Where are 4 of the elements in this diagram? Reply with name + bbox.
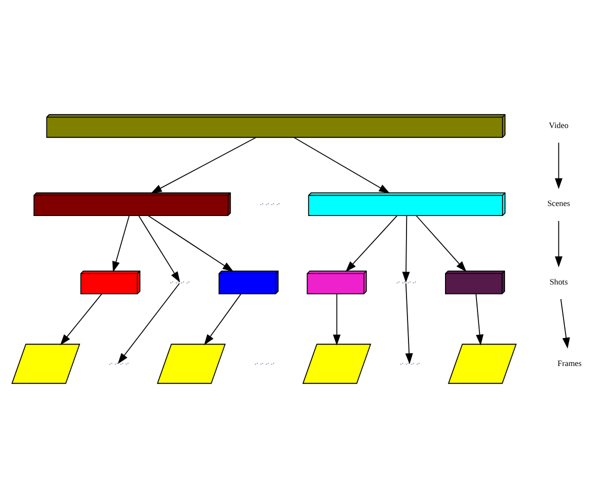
- node-text: Frames: [558, 358, 582, 368]
- node-text: Shots: [550, 277, 568, 286]
- node-text: Scenes: [547, 199, 570, 208]
- node-text: Video: [548, 121, 568, 130]
